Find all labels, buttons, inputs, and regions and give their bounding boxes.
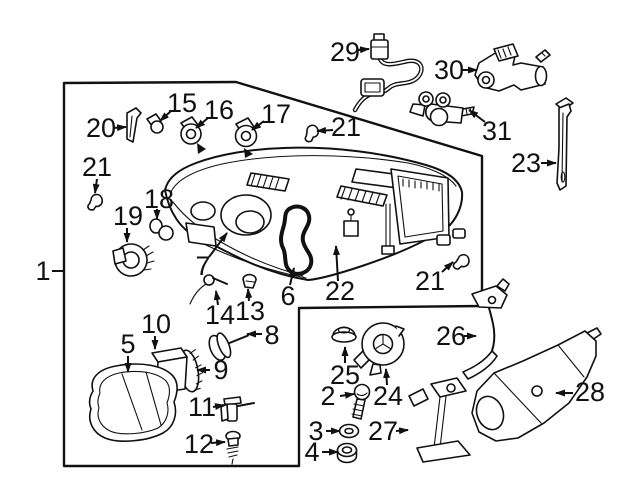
callout-arrow-13: [245, 288, 253, 302]
callout-arrow-27: [395, 427, 409, 435]
part-22-bracket-drawing: [343, 203, 395, 255]
callout-arrow-31: [468, 109, 486, 123]
callout-label-24: 24: [373, 381, 403, 411]
callout-arrow-21: [92, 178, 100, 194]
callout-label-17: 17: [261, 99, 291, 129]
callout-arrow-20: [112, 124, 127, 132]
part-28-bracket-drawing: [471, 327, 602, 442]
part-18-bulb-drawing: [149, 218, 174, 241]
callout-label-9: 9: [213, 355, 228, 385]
headlamp-housing-drawing: [164, 146, 466, 281]
callout-arrow-21: [316, 126, 334, 134]
part-13-clip-drawing: [242, 273, 257, 289]
callout-label-28: 28: [575, 377, 605, 407]
part-17-socket-drawing: [234, 117, 258, 158]
part-8-bulb-drawing: [208, 332, 249, 362]
callout-arrow-29: [356, 46, 370, 54]
callout-label-29: 29: [330, 37, 360, 67]
callout-label-25: 25: [330, 360, 360, 390]
callout-arrow-17: [251, 120, 265, 131]
diagram-artwork: [62, 33, 602, 468]
callout-label-4: 4: [304, 437, 319, 467]
part-12-bulb-drawing: [225, 430, 241, 465]
part-26-bracket-drawing: [462, 278, 510, 380]
callout-arrow-22: [333, 245, 341, 282]
callout-label-31: 31: [482, 116, 512, 146]
callout-label-23: 23: [511, 148, 541, 178]
callout-arrow-21: [441, 261, 454, 273]
callout-label-19: 19: [113, 201, 143, 231]
callout-label-13: 13: [235, 296, 265, 326]
part-23-strip-drawing: [555, 97, 574, 191]
callout-label-26: 26: [436, 321, 466, 351]
callout-label-8: 8: [264, 320, 279, 350]
callout-label-6: 6: [280, 281, 295, 311]
callout-label-11: 11: [188, 392, 216, 422]
callout-label-16: 16: [204, 95, 234, 125]
part-25-cap-drawing: [331, 326, 357, 343]
part-6-gasket-drawing: [279, 204, 314, 276]
callout-arrow-6: [288, 267, 296, 286]
callout-label-12: 12: [184, 429, 214, 459]
callout-label-14: 14: [205, 300, 235, 330]
callout-label-2: 2: [320, 381, 335, 411]
part-21-clip-drawing: [452, 253, 470, 270]
part-24-igniter-drawing: [353, 322, 405, 376]
part-30-pump-drawing: [474, 43, 551, 92]
callout-label-20: 20: [86, 113, 116, 143]
part-14-adjuster-drawing: [189, 274, 228, 305]
callout-label-27: 27: [368, 416, 398, 446]
callout-arrow-2: [339, 391, 355, 399]
part-16-socket-drawing: [180, 116, 206, 154]
callout-label-18: 18: [144, 184, 174, 214]
callout-label-21: 21: [331, 112, 361, 142]
part-29-harness-drawing: [352, 33, 424, 113]
callout-label-22: 22: [325, 276, 355, 306]
callout-label-1: 1: [35, 256, 50, 286]
callout-label-10: 10: [141, 309, 171, 339]
part-3-washer-drawing: [338, 423, 360, 439]
part-20-clip-drawing: [126, 107, 142, 143]
callout-label-30: 30: [434, 55, 464, 85]
callout-arrow-24: [383, 368, 391, 386]
part-21-clip-drawing: [304, 124, 320, 143]
callout-arrow-14: [213, 290, 221, 306]
callout-label-21: 21: [415, 266, 445, 296]
callout-arrow-11: [212, 403, 225, 411]
part-31-nozzle-drawing: [409, 91, 475, 127]
part-5-cover-drawing: [88, 363, 178, 442]
callout-label-21: 21: [82, 152, 112, 182]
callout-label-3: 3: [308, 416, 323, 446]
callout-arrow-16: [195, 117, 209, 129]
callout-label-7: 7: [195, 251, 210, 281]
part-21-clip-drawing: [87, 193, 104, 211]
callout-label-15: 15: [167, 88, 197, 118]
part-4-grommet-drawing: [336, 442, 358, 464]
callout-arrow-15: [159, 110, 172, 122]
part-27-sensor-drawing: [408, 377, 471, 463]
callout-arrow-7: [208, 232, 228, 258]
part-15-socket-drawing: [146, 113, 164, 134]
part-11-holder-drawing: [220, 396, 255, 422]
main-outline-box: [62, 80, 484, 468]
part-19-holder-drawing: [112, 243, 155, 277]
callout-label-5: 5: [120, 329, 135, 359]
callout-arrow-12: [210, 439, 226, 447]
